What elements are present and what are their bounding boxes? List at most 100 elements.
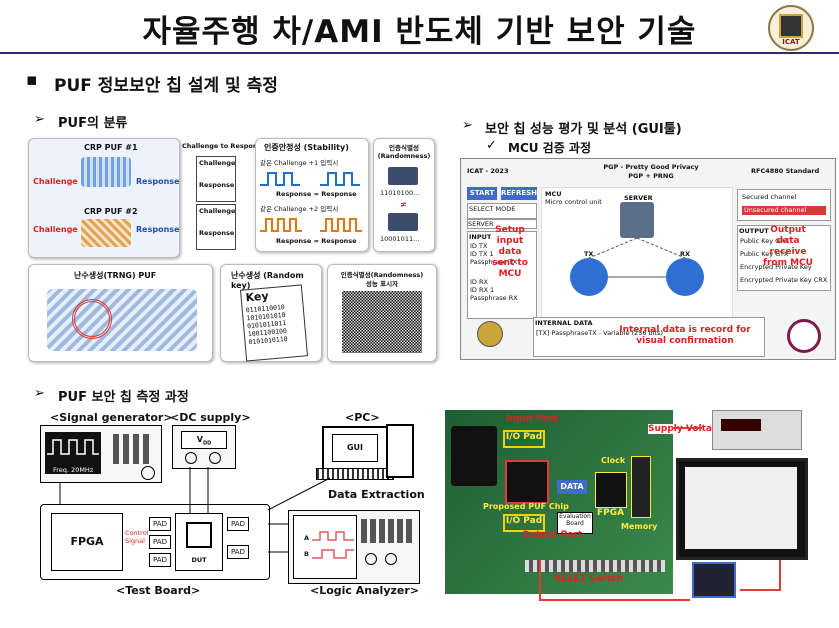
dc-supply: VDD [172,425,236,469]
refresh-button[interactable]: REFRESH [501,187,537,200]
crp1-label: CRP PUF #1 [84,143,138,152]
gui-screen: GUI [332,434,378,462]
gui-header-center2: PGP + PRNG [628,172,674,180]
mcu-sub: Micro control unit [545,198,602,206]
crp-pairs-label: Challenge to Response Pairs [182,142,287,150]
response-equal-2: Response = Response [276,237,357,245]
io-pad-bottom: I/O Pad [503,514,545,532]
title-divider [0,52,839,54]
logic-analyzer-label: <Logic Analyzer> [310,584,419,597]
output-field-3: Encrypted Private Key [740,263,812,271]
arrow-bullet-icon: ➢ [462,118,473,133]
stability-title: 인증안정성 (Stability) [264,143,349,152]
tx-user-icon [570,258,608,296]
la-knob-1 [365,553,377,565]
output-port-label: Output Port [522,530,583,540]
la-knob-2 [385,553,397,565]
data-extraction-label: Data Extraction [328,488,425,501]
reset-switch-photo [692,562,736,598]
mode-select[interactable]: SERVER [467,219,537,229]
section-title: PUF 정보보안 칩 설계 및 측정 [54,76,278,96]
gui-logo-left [477,321,503,347]
gui-heading: 보안 칩 성능 평가 및 분석 (GUI툴) [485,122,682,137]
secured-legend: Secured channel [742,193,797,201]
output-field-1: Public Key GRX [740,237,790,245]
test-board-label: <Test Board> [116,584,201,597]
gui-header-left: ICAT - 2023 [467,167,509,175]
output-label: OUTPUT [739,227,769,235]
randomness-title: 인증식별성 (Randomness) [377,144,431,160]
io-pad-top: I/O Pad [503,430,545,448]
psu-display [721,419,761,431]
la-buttons-icon [361,519,413,543]
challenge-label-1: Challenge [33,177,78,186]
internal-data-row: [TX] PassphraseTX - Variable (256 bits) [536,329,663,337]
pad-left-2: PAD [149,535,171,549]
trng-chip-icon [47,289,197,351]
section-bullet: ▪ [26,70,38,90]
challenge-label-2: Challenge [33,225,78,234]
evaluation-board-label: Evaluation Board [557,512,593,534]
pc-tower [386,424,414,478]
proposed-chip-label: Proposed PUF Chip [483,502,569,511]
same-input-2: 같은 Challenge +2 입력시 [260,205,339,213]
id-rx-label: ID RX [470,278,488,286]
server-icon [620,202,654,238]
chip-icon-2 [388,213,418,231]
crp2-label: CRP PUF #2 [84,207,138,216]
id-tx-label: ID TX [470,242,488,250]
setup-note: Setup input data sent to MCU [492,225,528,279]
la-channel-b: B [304,550,309,558]
input-port-label: Input Port [506,414,558,424]
output-note: Output data receive from MCU [763,225,813,268]
la-waveforms [312,531,354,559]
waveform-2 [260,218,362,232]
internal-data-panel: INTERNAL DATA [TX] PassphraseTX - Variab… [533,317,765,357]
clock-label: Clock [601,456,626,465]
response-label-1: Response [136,177,180,186]
dut-chip-icon [186,522,212,548]
trng-label: 난수생성(TRNG) PUF [74,271,157,280]
pass-rx-field: Passphrase RX [470,294,518,302]
gui-header-center1: PGP - Pretty Good Privacy [603,163,699,171]
rx-label: RX [680,250,691,258]
gui-logo-right [787,319,821,353]
fpga-chip-icon [595,472,627,508]
response-equal-1: Response = Response [276,190,357,198]
puf-chip-icon [505,460,549,504]
control-signal-label: Control Signal [125,529,149,545]
header-pins-icon [525,560,665,572]
bits-2: 10001011... [380,235,420,243]
gui-sub: MCU 검증 과정 [508,141,592,155]
vdd-display: VDD [181,431,227,449]
output-field-4: Encrypted Private Key CRX [740,276,828,284]
mcu-diagram: MCU Micro control unit SERVER TX RX [541,187,733,319]
logic-analyzer: A B [288,510,420,584]
stability-panel: 인증안정성 (Stability) 같은 Challenge +1 입력시 Re… [255,138,369,252]
pad-left-1: PAD [149,517,171,531]
measure-heading: PUF 보안 칩 측정 과정 [58,390,189,405]
monitor-photo [676,458,808,560]
response-label-2: Response [136,225,180,234]
dc-knob-2 [209,452,221,464]
crp1-chip-icon [81,157,131,187]
gui-window: ICAT - 2023 PGP - Pretty Good Privacy PG… [460,158,836,360]
trng-panel: 난수생성(TRNG) PUF [28,264,213,362]
crp-doc-1: Challenge Response [196,156,236,202]
icat-logo: ICAT [768,5,814,51]
classification-heading: PUF의 분류 [58,116,128,131]
arrow-bullet-icon: ➢ [34,112,45,127]
dc-supply-label: <DC supply> [170,411,251,424]
signal-screen: Freq. 20MHz [45,432,101,474]
power-supply-photo [712,410,802,450]
rand-indicator-line2: 성능 표시자 [365,280,399,288]
reset-switch-label: RESET Switch [554,574,623,584]
data-arrow: DATA [557,480,587,494]
monitor-screen [685,467,797,549]
rx-user-icon [666,258,704,296]
pad-right-2: PAD [227,545,249,559]
start-button[interactable]: START [467,187,497,200]
id-tx1-field: ID TX 1 [470,250,494,258]
